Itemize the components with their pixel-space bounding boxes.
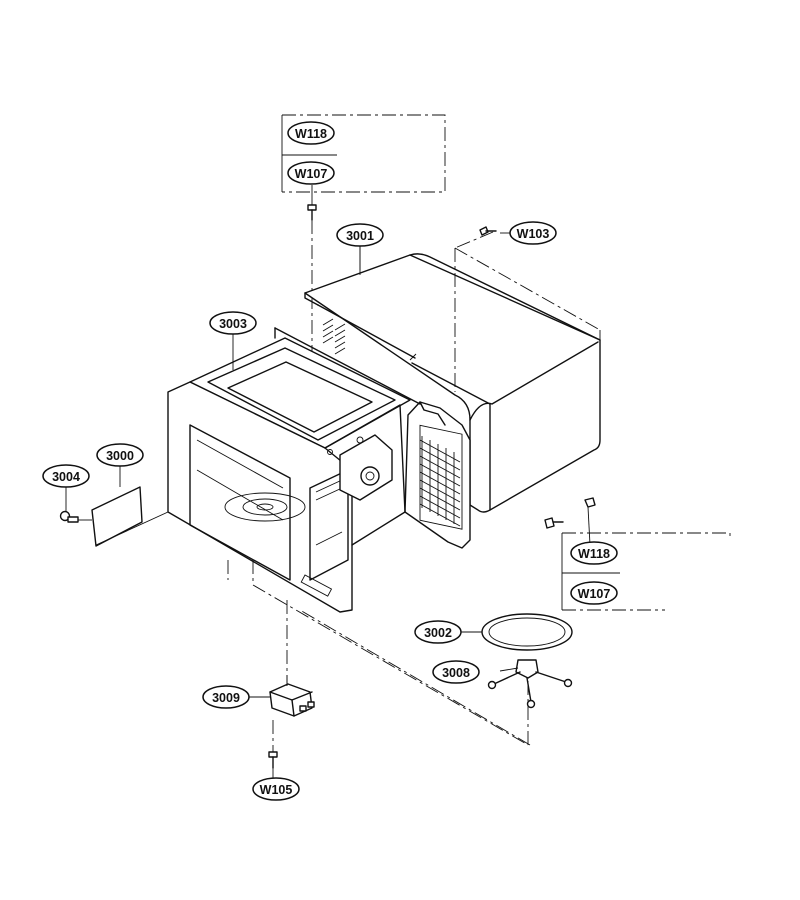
screw-w118-right-icon — [584, 497, 596, 508]
outer-cabinet-3001 — [304, 243, 601, 513]
screw-w107-top-icon — [307, 204, 317, 365]
svg-text:W105: W105 — [260, 783, 293, 797]
label-3002: 3002 — [414, 620, 462, 644]
label-3003: 3003 — [209, 311, 257, 335]
label-w118-right: W118 — [570, 541, 618, 565]
label-3001: 3001 — [336, 223, 384, 247]
roller-support-3008 — [487, 659, 573, 709]
cavity-frame-3003 — [167, 327, 421, 613]
screw-w105-icon — [268, 720, 278, 769]
waveguide-cover-3000 — [91, 486, 169, 547]
screw-w107-right-icon — [544, 517, 564, 529]
label-3009: 3009 — [202, 685, 250, 709]
svg-text:3000: 3000 — [106, 449, 134, 463]
svg-text:3001: 3001 — [346, 229, 374, 243]
back-panel — [404, 401, 471, 549]
back-panel-grill — [419, 436, 461, 527]
turntable-motor-3009 — [248, 675, 315, 717]
svg-text:W118: W118 — [295, 127, 327, 141]
svg-text:W118: W118 — [578, 547, 610, 561]
top-screw-group-bracket — [281, 114, 446, 205]
svg-text:3008: 3008 — [442, 666, 470, 680]
svg-text:3002: 3002 — [424, 626, 452, 640]
glass-tray-3002 — [460, 613, 573, 651]
svg-text:3003: 3003 — [219, 317, 247, 331]
svg-text:3009: 3009 — [212, 691, 240, 705]
screw-3004-icon — [59, 510, 92, 523]
svg-text:W107: W107 — [295, 167, 328, 181]
label-w105: W105 — [252, 777, 300, 801]
label-3000: 3000 — [96, 443, 144, 467]
label-w103: W103 — [509, 221, 557, 245]
label-w107-right: W107 — [570, 581, 618, 605]
right-screw-group-bracket — [561, 506, 731, 611]
svg-text:W103: W103 — [517, 227, 550, 241]
svg-text:3004: 3004 — [52, 470, 80, 484]
label-3008: 3008 — [432, 660, 480, 684]
label-w107-top: W107 — [287, 161, 335, 185]
cabinet-vent-slots — [322, 318, 346, 355]
label-w118-top: W118 — [287, 121, 335, 145]
screw-w103-icon — [479, 226, 497, 236]
label-3004: 3004 — [42, 464, 90, 488]
svg-text:W107: W107 — [578, 587, 611, 601]
